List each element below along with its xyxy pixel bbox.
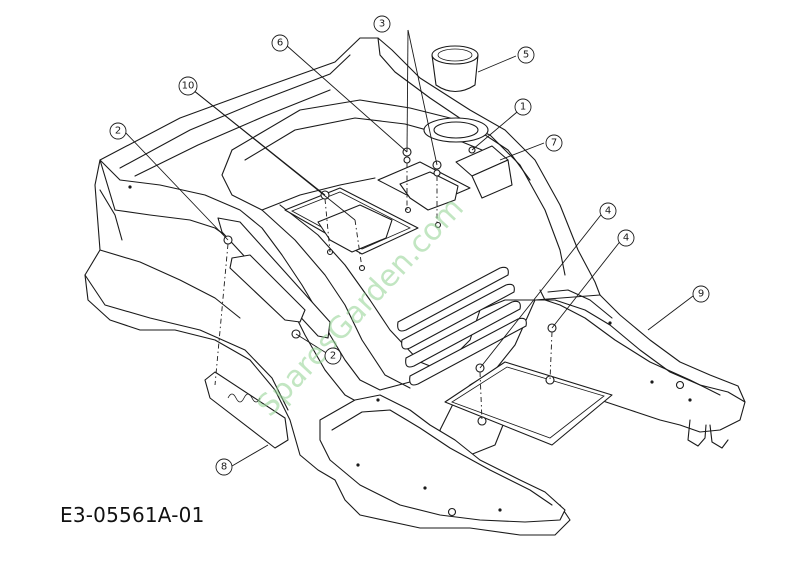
- floor-plate: [444, 361, 613, 446]
- svg-text:5: 5: [523, 50, 529, 61]
- callout-7: 7: [545, 134, 563, 152]
- callout-1: 1: [514, 98, 532, 116]
- svg-text:1: 1: [520, 102, 526, 113]
- callout-2-side: 2: [324, 347, 342, 365]
- left-side-details: [204, 217, 331, 449]
- assembly-lines: [214, 163, 553, 422]
- callout-2-left: 2: [109, 122, 127, 140]
- callout-4-center: 4: [599, 202, 617, 220]
- svg-text:3: 3: [379, 19, 385, 30]
- svg-text:2: 2: [330, 351, 336, 362]
- body-shell: [84, 37, 746, 536]
- callout-5: 5: [517, 46, 535, 64]
- svg-text:7: 7: [551, 138, 557, 149]
- svg-text:4: 4: [605, 206, 611, 217]
- svg-text:9: 9: [698, 289, 704, 300]
- fuel-filler: [423, 45, 513, 199]
- svg-text:8: 8: [221, 462, 227, 473]
- svg-text:2: 2: [115, 126, 121, 137]
- louver-vents: [397, 266, 527, 386]
- callout-9: 9: [692, 285, 710, 303]
- callout-8: 8: [215, 458, 233, 476]
- callout-4-right: 4: [617, 229, 635, 247]
- callout-10: 10: [178, 76, 198, 96]
- leader-lines: [123, 29, 694, 467]
- svg-text:10: 10: [182, 81, 195, 92]
- callout-6: 6: [271, 34, 289, 52]
- svg-text:4: 4: [623, 233, 629, 244]
- mounting-plates: [284, 146, 476, 272]
- callout-3: 3: [373, 15, 391, 33]
- drawing-code: E3-05561A-01: [60, 503, 205, 527]
- svg-text:6: 6: [277, 38, 283, 49]
